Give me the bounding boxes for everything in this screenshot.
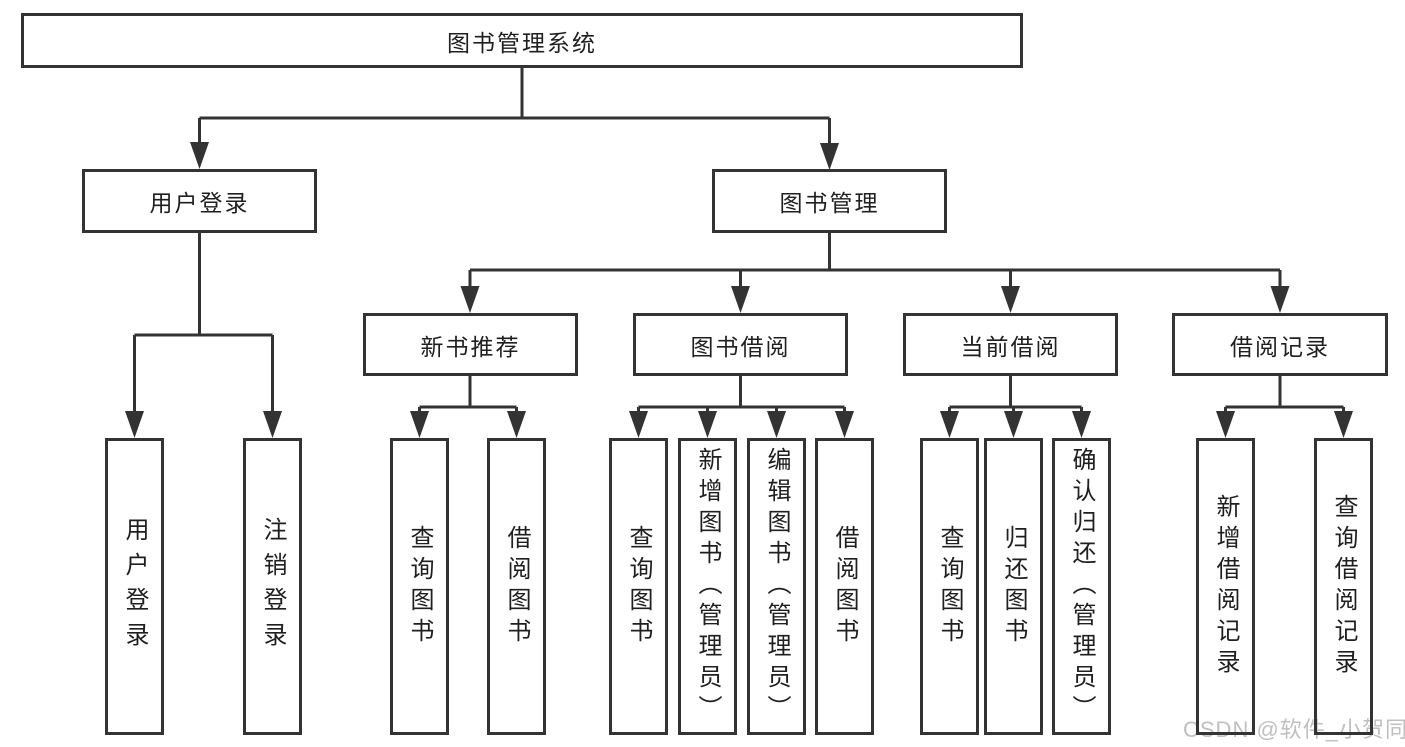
- connector-book-borrow-to-leaves: [637, 376, 846, 419]
- leaf-query-borrow-record: 查询借阅记录: [1314, 438, 1373, 735]
- leaf-return-book: 归还图书: [984, 438, 1043, 735]
- leaf-user-login: 用户登录: [105, 438, 164, 735]
- csdn-watermark: CSDN @软件_小贺同学: [1183, 717, 1405, 742]
- node-current-borrow: 当前借阅: [903, 313, 1118, 376]
- node-book-borrow: 图书借阅: [633, 313, 848, 376]
- leaf-query-book-recommend: 查询图书: [390, 438, 449, 735]
- node-user-login: 用户登录: [82, 169, 317, 233]
- leaf-edit-book-admin: 编辑图书（管理员）: [747, 438, 806, 735]
- connector-current-borrow-to-leaves: [948, 376, 1083, 419]
- leaf-query-book-current: 查询图书: [920, 438, 979, 735]
- connector-borrow-records-to-leaves: [1224, 376, 1345, 419]
- leaf-add-book-admin: 新增图书（管理员）: [678, 438, 737, 735]
- leaf-confirm-return-admin: 确认归还（管理员）: [1052, 438, 1111, 735]
- leaf-borrow-book-recommend: 借阅图书: [487, 438, 546, 735]
- connector-root-to-level1: [198, 68, 831, 151]
- connector-user-login-to-leaves: [133, 233, 274, 419]
- node-new-book-recommend: 新书推荐: [363, 313, 578, 376]
- connector-book-management-to-level2: [468, 233, 1282, 294]
- leaf-add-borrow-record: 新增借阅记录: [1196, 438, 1255, 735]
- node-book-management: 图书管理: [712, 169, 947, 233]
- leaf-borrow-book: 借阅图书: [815, 438, 874, 735]
- leaf-logout: 注销登录: [243, 438, 302, 735]
- node-borrow-records: 借阅记录: [1172, 313, 1388, 376]
- leaf-query-book-borrow: 查询图书: [609, 438, 668, 735]
- node-library-management-system: 图书管理系统: [21, 13, 1023, 68]
- connector-new-book-recommend-to-leaves: [418, 376, 518, 419]
